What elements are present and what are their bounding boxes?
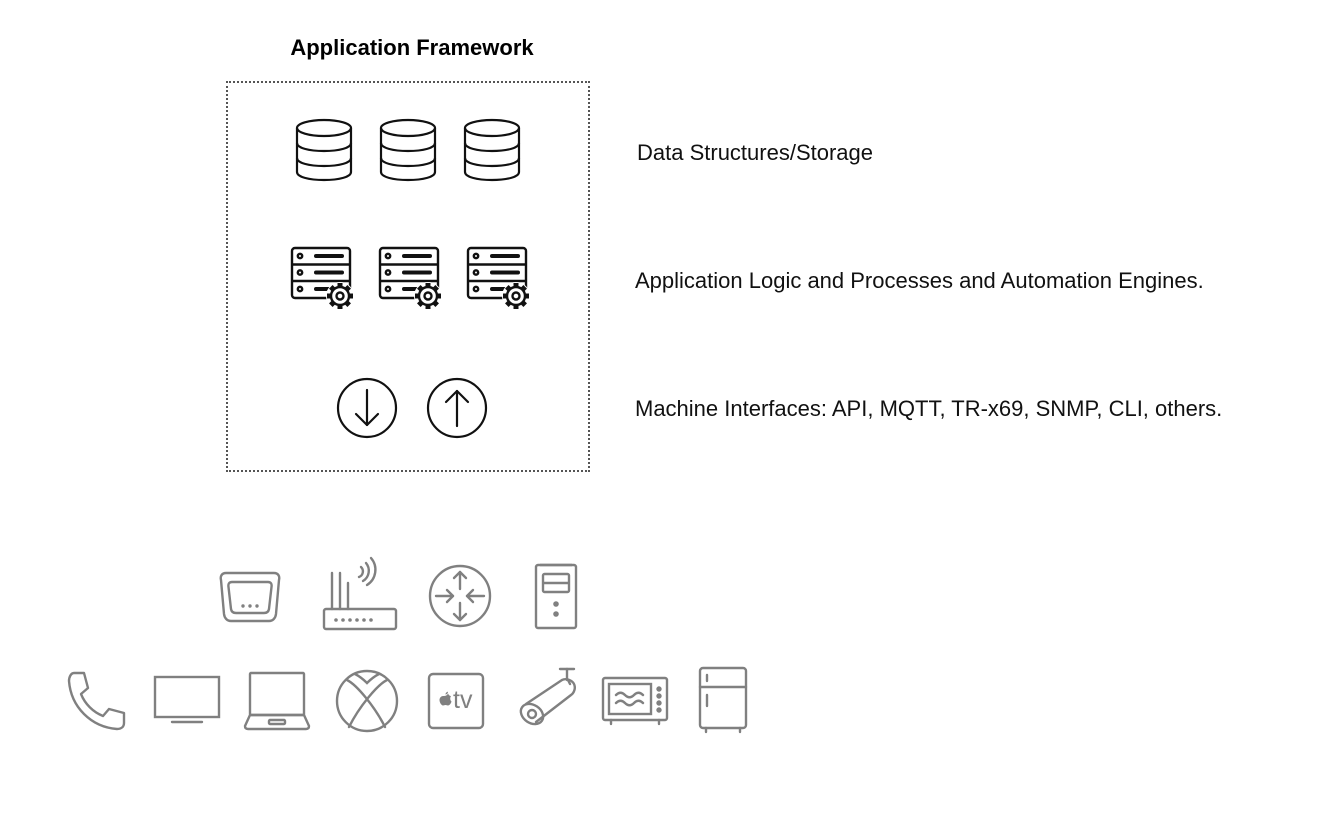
server-gear-icon: [466, 246, 534, 314]
phone-icon: [66, 670, 128, 732]
arrow-up-circle-icon: [426, 377, 488, 439]
refrigerator-icon: [698, 666, 748, 734]
security-camera-icon: [512, 666, 580, 734]
apple-tv-icon: tv: [427, 672, 485, 730]
wifi-router-icon: [322, 555, 400, 633]
tv-monitor-icon: [152, 674, 222, 724]
database-icon: [295, 118, 353, 182]
gateway-modem-icon: [218, 570, 282, 624]
database-icon: [379, 118, 437, 182]
server-gear-icon: [378, 246, 446, 314]
arrow-down-circle-icon: [336, 377, 398, 439]
layer-label-storage: Data Structures/Storage: [637, 140, 874, 165]
layer-label-interfaces: Machine Interfaces: API, MQTT, TR-x69, S…: [635, 396, 1223, 421]
database-icon: [463, 118, 521, 182]
laptop-icon: [243, 670, 311, 732]
diagram-title: Application Framework: [290, 35, 534, 60]
apple-tv-text: tv: [453, 686, 473, 714]
xbox-icon: [335, 669, 399, 733]
microwave-icon: [601, 675, 669, 727]
router-icon: [428, 564, 492, 628]
server-gear-icon: [290, 246, 358, 314]
server-tower-icon: [534, 562, 578, 630]
framework-box: [226, 81, 590, 472]
layer-label-logic: Application Logic and Processes and Auto…: [635, 268, 1204, 293]
